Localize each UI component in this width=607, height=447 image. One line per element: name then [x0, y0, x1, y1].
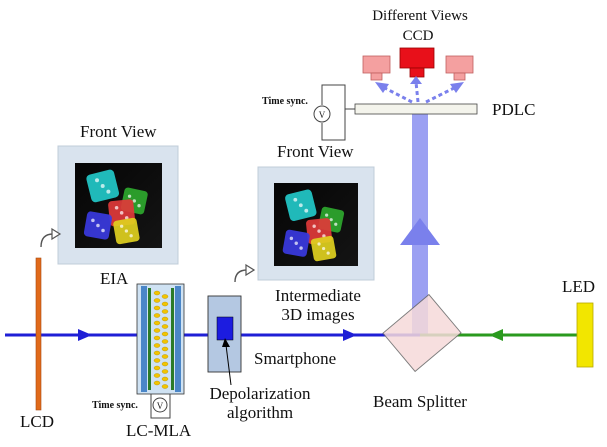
die-pip	[312, 224, 316, 228]
lc-cell	[153, 380, 161, 386]
lc-cell	[153, 328, 161, 333]
ccd-camera-right	[445, 55, 474, 81]
die-pip	[127, 194, 132, 198]
die-pip	[317, 242, 321, 246]
time-sync-top-label: Time sync.	[262, 96, 308, 107]
time-sync-circuit-bottom	[150, 394, 171, 419]
die-pip	[289, 236, 294, 241]
voltage-symbol-bottom: V	[157, 401, 164, 411]
lc-cell	[153, 373, 161, 378]
eia-label: EIA	[100, 269, 129, 288]
curved-arrow-right	[234, 263, 256, 283]
pdlc-panel	[354, 103, 478, 115]
die-pip	[299, 246, 303, 250]
die-pip	[325, 213, 329, 217]
lc-cell	[161, 376, 169, 382]
lc-cell	[161, 346, 169, 352]
lc-cell	[161, 361, 169, 367]
lc-cell	[161, 294, 169, 299]
lc-cell	[153, 313, 161, 318]
lc-cell	[153, 290, 161, 296]
intermediate-label-line1: Intermediate	[275, 286, 361, 305]
die-pip	[317, 229, 321, 233]
die-pip	[100, 183, 105, 188]
front-view-right-label: Front View	[277, 142, 354, 161]
lc-cell	[161, 369, 169, 374]
lcd-panel	[35, 257, 42, 411]
die-pip	[114, 205, 119, 210]
die-pip	[120, 224, 124, 228]
lc-cell	[161, 384, 169, 389]
ccd-camera-left	[362, 55, 391, 81]
die-pip	[95, 178, 100, 183]
lc-mla-assembly	[136, 283, 185, 395]
led-label: LED	[562, 277, 596, 296]
pdlc-label: PDLC	[492, 100, 536, 119]
depolarization-label-line2: algorithm	[226, 403, 294, 422]
die-pip	[137, 204, 141, 208]
die-pip	[124, 229, 129, 233]
smartphone-device	[207, 295, 242, 373]
die-pip	[304, 208, 309, 213]
smartphone-label: Smartphone	[254, 349, 337, 368]
die-pip	[322, 246, 326, 251]
beam-splitter	[382, 293, 462, 373]
voltage-symbol-top: V	[319, 110, 326, 120]
front-view-panel-right	[257, 166, 375, 281]
die-pip	[132, 199, 136, 203]
lc-cell	[161, 324, 169, 329]
die-pip	[293, 197, 298, 202]
lc-cell	[153, 343, 161, 348]
lc-cell	[153, 305, 161, 311]
die-pip	[326, 251, 330, 255]
front-view-panel-left	[57, 145, 179, 265]
vertical-beam	[400, 108, 440, 335]
die-pip	[101, 228, 105, 233]
lc-cell	[153, 358, 161, 363]
view-arrows	[380, 81, 459, 104]
ccd-camera-center	[399, 47, 435, 78]
view-arrow-heads	[375, 76, 464, 93]
lc-cell	[161, 354, 169, 359]
intermediate-label-line2: 3D images	[281, 305, 355, 324]
depolarization-pointer	[225, 344, 232, 386]
depolarization-label-line1: Depolarization	[209, 384, 311, 403]
lc-cell	[153, 298, 161, 303]
lc-cell	[153, 350, 161, 356]
lc-cell	[153, 335, 161, 341]
led-source	[576, 302, 594, 368]
lc-mla-label: LC-MLA	[126, 421, 192, 440]
curved-arrow-left	[40, 227, 62, 248]
die-pip	[96, 223, 100, 228]
lc-cell	[161, 316, 169, 322]
lc-cell	[161, 301, 169, 307]
time-sync-circuit-top	[313, 84, 355, 141]
die-pip	[294, 241, 298, 245]
die-pip	[91, 218, 95, 223]
die-pip	[129, 234, 133, 238]
lcd-label: LCD	[20, 412, 54, 431]
die-pip	[298, 203, 303, 208]
different-views-label: Different Views	[372, 8, 468, 24]
lc-cell	[153, 365, 161, 371]
time-sync-bottom-label: Time sync.	[92, 400, 138, 411]
front-view-left-label: Front View	[80, 122, 157, 141]
die-pip	[334, 222, 338, 226]
lc-cell	[161, 339, 169, 344]
die-pip	[119, 211, 124, 215]
die-pip	[106, 189, 111, 194]
beam-splitter-label: Beam Splitter	[373, 392, 467, 411]
die-pip	[329, 218, 333, 222]
lc-cell	[153, 320, 161, 326]
lc-cell	[161, 309, 169, 314]
ccd-label: CCD	[402, 28, 434, 44]
lc-cell	[161, 331, 169, 337]
